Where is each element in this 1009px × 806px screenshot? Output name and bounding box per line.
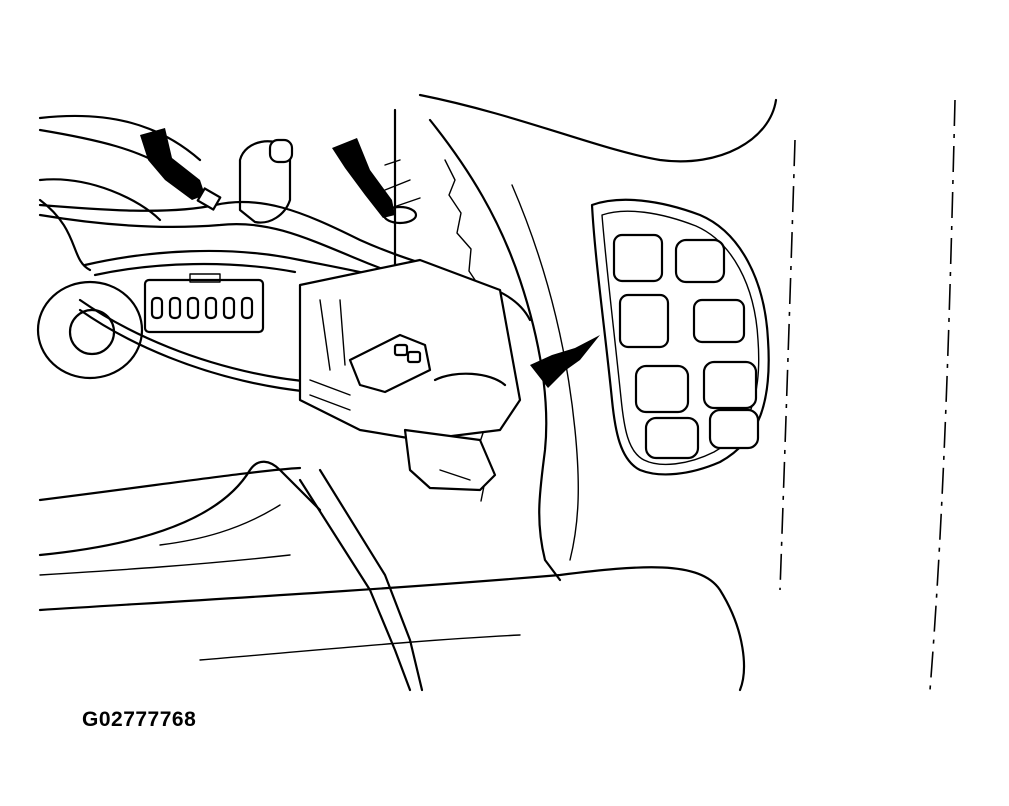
speaker-knob bbox=[36, 280, 144, 380]
door-trim-panel bbox=[38, 93, 778, 692]
multi-pin-connector bbox=[143, 273, 265, 334]
two-pin-connector bbox=[348, 333, 432, 394]
harness-retainer-arrow-icon bbox=[140, 128, 222, 211]
door-edge-dashed-lines bbox=[779, 99, 956, 691]
window-switch-panel bbox=[590, 198, 770, 476]
connector-pins bbox=[150, 296, 254, 320]
callout-arrows bbox=[140, 128, 600, 388]
wire-clip-arrow-icon bbox=[332, 138, 418, 225]
switch-buttons bbox=[612, 233, 760, 460]
switch-panel-arrow-icon bbox=[530, 335, 600, 388]
figure-id-label: G02777768 bbox=[82, 708, 197, 731]
